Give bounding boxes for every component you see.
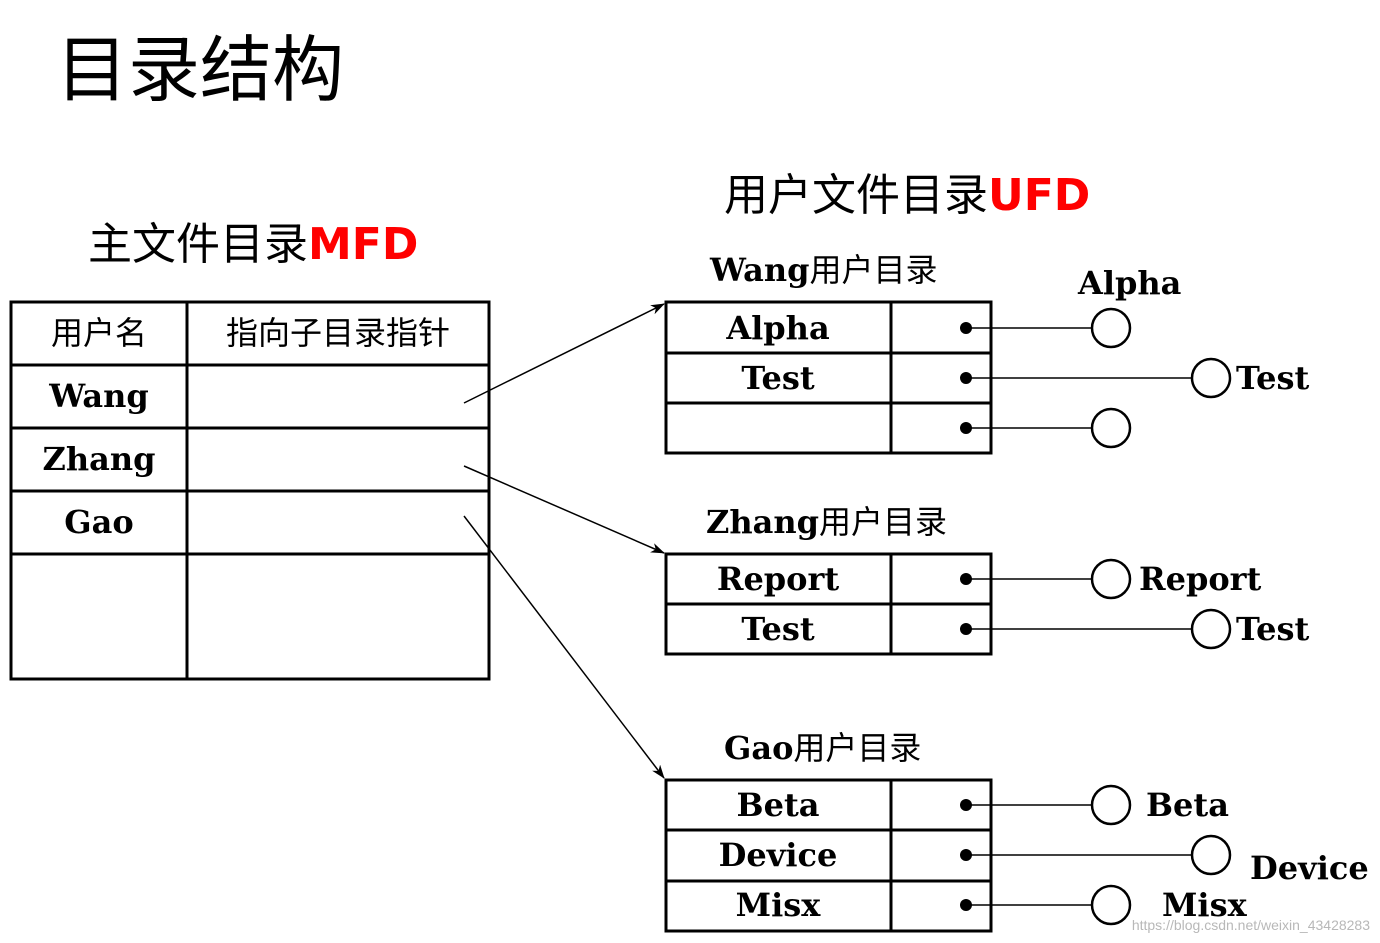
ufd-heading-highlight: UFD bbox=[988, 170, 1090, 221]
file-label: Beta bbox=[1146, 786, 1229, 824]
file-label: Test bbox=[1236, 359, 1310, 397]
ufd-entry: Alpha bbox=[725, 309, 829, 347]
ufd-wang: Wang用户目录 Alpha Test Alpha Test bbox=[664, 251, 1310, 455]
file-label: Report bbox=[1139, 560, 1262, 598]
mfd-heading: 主文件目录MFD bbox=[88, 219, 418, 270]
ufd-entry: Misx bbox=[736, 886, 822, 924]
mfd-table: 用户名 指向子目录指针 Wang Zhang Gao bbox=[9, 300, 491, 681]
ufd-entry: Device bbox=[719, 836, 838, 874]
ufd-entry: Test bbox=[741, 359, 815, 397]
file-node bbox=[1190, 834, 1232, 876]
file-node bbox=[1090, 558, 1132, 600]
ufd-zhang: Zhang用户目录 Report Test Report Test bbox=[664, 503, 1310, 656]
file-node bbox=[1190, 608, 1232, 650]
file-label: Misx bbox=[1162, 886, 1248, 924]
mfd-heading-label: 主文件目录 bbox=[88, 219, 308, 270]
ufd-wang-caption: Wang用户目录 bbox=[709, 251, 938, 289]
ufd-heading: 用户文件目录UFD bbox=[724, 170, 1090, 221]
ufd-entry: Report bbox=[717, 560, 840, 598]
pointer-arrow-wang bbox=[463, 303, 665, 404]
file-label: Test bbox=[1236, 610, 1310, 648]
mfd-heading-highlight: MFD bbox=[308, 219, 418, 270]
watermark-text: https://blog.csdn.net/weixin_43428283 bbox=[1132, 917, 1370, 933]
ufd-gao: Gao用户目录 Beta Device Misx Beta Device Mis… bbox=[664, 729, 1369, 933]
mfd-user-gao: Gao bbox=[64, 503, 133, 541]
page-title: 目录结构 bbox=[56, 28, 344, 112]
ufd-zhang-suffix: 用户目录 bbox=[819, 503, 947, 541]
ufd-gao-user: Gao bbox=[724, 729, 793, 767]
file-node bbox=[1090, 307, 1132, 349]
file-label: Alpha bbox=[1077, 264, 1181, 302]
ufd-wang-user: Wang bbox=[709, 251, 810, 289]
file-node bbox=[1090, 884, 1132, 926]
mfd-header-username: 用户名 bbox=[51, 314, 147, 352]
file-node bbox=[1090, 784, 1132, 826]
ufd-entry: Test bbox=[741, 610, 815, 648]
mfd-user-wang: Wang bbox=[48, 377, 149, 415]
ufd-zhang-caption: Zhang用户目录 bbox=[706, 503, 947, 541]
ufd-wang-suffix: 用户目录 bbox=[810, 251, 938, 289]
ufd-gao-suffix: 用户目录 bbox=[793, 729, 921, 767]
ufd-entry: Beta bbox=[737, 786, 820, 824]
file-node bbox=[1090, 407, 1132, 449]
file-node bbox=[1190, 357, 1232, 399]
ufd-gao-caption: Gao用户目录 bbox=[724, 729, 921, 767]
file-label: Device bbox=[1250, 849, 1369, 887]
pointer-arrow-gao bbox=[463, 515, 665, 779]
mfd-user-zhang: Zhang bbox=[43, 440, 156, 478]
ufd-heading-label: 用户文件目录 bbox=[724, 170, 988, 221]
ufd-zhang-user: Zhang bbox=[706, 503, 819, 541]
mfd-header-pointer: 指向子目录指针 bbox=[226, 314, 450, 352]
pointer-arrow-zhang bbox=[463, 465, 665, 554]
